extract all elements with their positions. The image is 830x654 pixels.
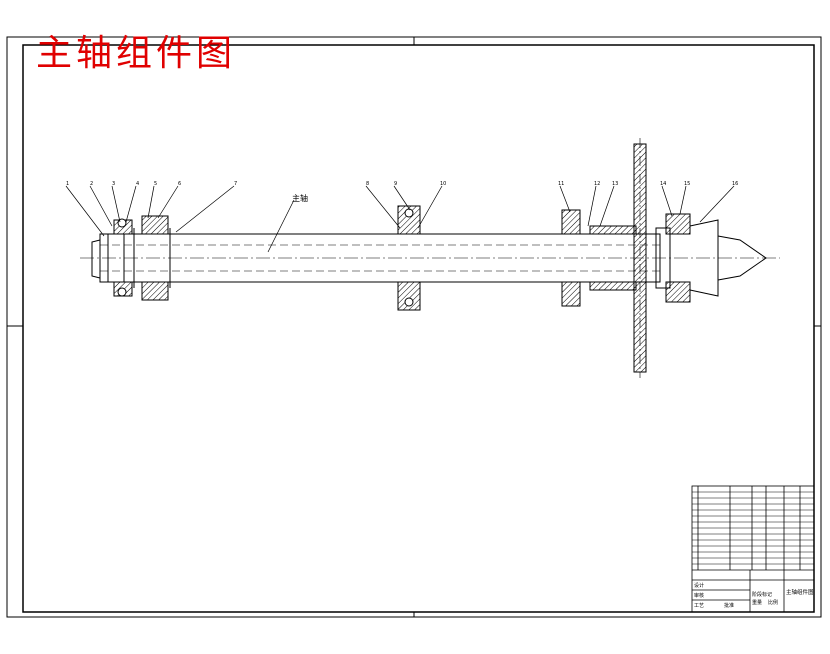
- sheet-label-scale: 比例: [768, 599, 778, 606]
- svg-text:8: 8: [366, 181, 369, 187]
- svg-text:12: 12: [594, 181, 600, 187]
- svg-text:5: 5: [154, 181, 157, 187]
- middle-gear: [397, 205, 421, 311]
- left-bearing-group: [113, 215, 169, 301]
- row-label-review: 审核: [694, 592, 704, 599]
- svg-text:6: 6: [178, 181, 181, 187]
- svg-text:13: 13: [612, 181, 618, 187]
- center-marks: [7, 37, 821, 617]
- svg-text:10: 10: [440, 181, 446, 187]
- part-leaders: [65, 185, 735, 253]
- row-label-approve: 批准: [724, 602, 734, 609]
- svg-text:15: 15: [684, 181, 690, 187]
- svg-text:4: 4: [136, 181, 139, 187]
- svg-text:9: 9: [394, 181, 397, 187]
- svg-text:14: 14: [660, 181, 666, 187]
- title-block-rows: [692, 491, 814, 565]
- svg-text:2: 2: [90, 181, 93, 187]
- sheet-label-stage: 阶段标记: [752, 591, 772, 598]
- svg-text:11: 11: [558, 181, 564, 187]
- svg-text:1: 1: [66, 181, 69, 187]
- sheet-label-weight: 重量: [752, 599, 762, 606]
- row-label-process: 工艺: [694, 603, 704, 609]
- center-tip: [689, 219, 767, 297]
- svg-text:7: 7: [234, 181, 237, 187]
- page-title: 主轴组件图: [36, 33, 237, 74]
- shaft-label: 主轴: [292, 193, 308, 203]
- outer-border: [6, 36, 822, 618]
- inner-border: [22, 44, 815, 613]
- drawing-name: 主轴组件图: [786, 588, 814, 596]
- title-block-text: 设计 审核 工艺 批准 阶段标记 重量 比例 主轴组件图: [694, 582, 814, 609]
- svg-text:16: 16: [732, 181, 738, 187]
- spindle-shaft: [80, 228, 780, 288]
- svg-text:3: 3: [112, 181, 115, 187]
- right-flange-group: [561, 138, 691, 378]
- row-label-design: 设计: [694, 582, 704, 589]
